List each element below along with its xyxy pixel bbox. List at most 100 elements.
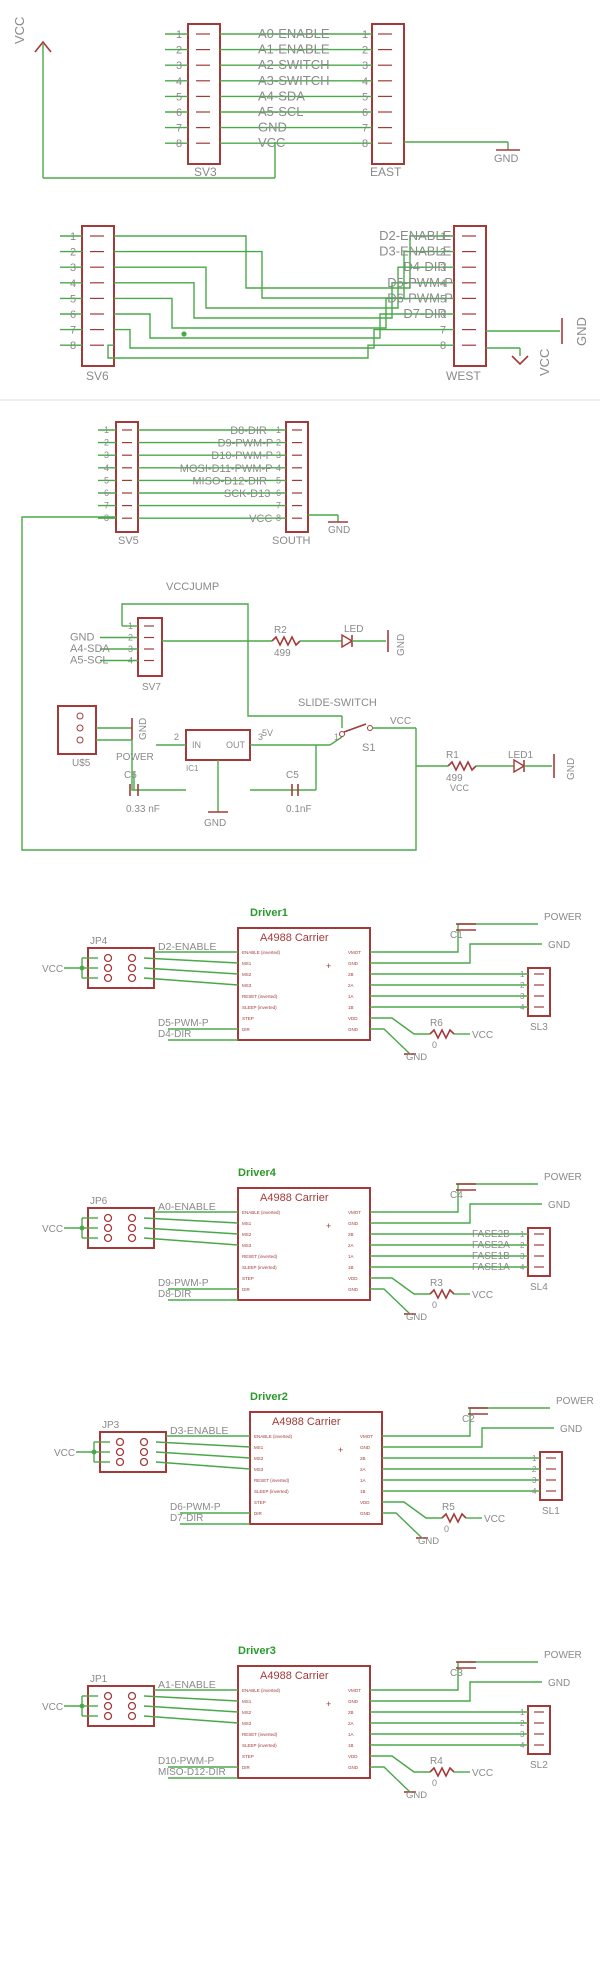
led-gnd-label: GND (396, 634, 407, 656)
carrier-plus: + (338, 1445, 343, 1455)
header-pin-number: 4 (532, 1487, 537, 1496)
step-signal-label: D5-PWM-P (158, 1018, 209, 1029)
res-vcc-label: VCC (472, 1768, 493, 1779)
dir-signal-label: MISO-D12-DIR (158, 1767, 226, 1778)
c5-name: C5 (286, 770, 299, 781)
west-pin-number: 5 (440, 293, 446, 305)
east-connector (371, 23, 405, 165)
east-signal-label: A2-SWITCH (258, 57, 330, 72)
east-signal-label: A3-SWITCH (258, 73, 330, 88)
r1-vcc-label: VCC (450, 783, 470, 793)
carrier-right-pin: 1B (348, 1265, 354, 1270)
us5-gnd-label: GND (138, 718, 149, 740)
a4988-carrier (237, 1665, 371, 1779)
sv5-pin-number: 5 (104, 475, 109, 485)
cap-name: C2 (462, 1414, 475, 1425)
header-pin-number: 4 (520, 1741, 525, 1750)
driver-title: Driver4 (238, 1167, 277, 1179)
carrier-left-pin: RESET (inverted) (254, 1478, 290, 1483)
carrier-left-pin: STEP (242, 1016, 254, 1021)
south-pin-number: 6 (276, 488, 281, 498)
fase-label: FASE2A (472, 1240, 510, 1251)
enable-signal-label: D3-ENABLE (170, 1425, 228, 1437)
a4988-carrier (237, 1187, 371, 1301)
sv5-pin-number: 1 (104, 425, 109, 435)
jumper-vcc-label: VCC (42, 964, 63, 975)
carrier-right-pin: VDD (360, 1500, 370, 1505)
west-signal-label: D6-PWM-P (387, 290, 453, 305)
south-pin-number: 8 (276, 513, 281, 523)
header-name: SL4 (530, 1282, 548, 1293)
res-gnd-label: GND (406, 1052, 427, 1063)
header-pin-number: 2 (532, 1465, 537, 1474)
sv5-pin-number: 3 (104, 450, 109, 460)
res-value: 0 (432, 1300, 437, 1310)
carrier-left-pin: MS2 (242, 1232, 252, 1237)
s1-vcc-label: VCC (390, 716, 411, 727)
header-name: SL2 (530, 1760, 548, 1771)
res-gnd-label: GND (418, 1536, 439, 1547)
west-pin-number: 3 (440, 262, 446, 274)
sv3-pin-number: 6 (176, 107, 182, 119)
west-signal-label: D4-DIR (403, 259, 446, 274)
dir-signal-label: D4-DIR (158, 1029, 191, 1040)
led1-gnd-label: GND (566, 758, 577, 780)
carrier-left-pin: DIR (242, 1765, 251, 1770)
carrier-right-pin: VDD (348, 1754, 358, 1759)
jumper-vcc-label: VCC (42, 1702, 63, 1713)
carrier-right-pin: 1B (348, 1005, 354, 1010)
power-label: POWER (116, 752, 154, 763)
south-signal-label: MOSI-D11-PWM-P (180, 463, 273, 475)
south-pin-number: 4 (276, 463, 281, 473)
east-signal-label: A0-ENABLE (258, 26, 330, 41)
carrier-right-pin: GND (360, 1445, 371, 1450)
s1-pin1: 1 (334, 732, 339, 742)
header-pin-number: 2 (520, 1719, 525, 1728)
header-pin-number: 3 (532, 1476, 537, 1485)
sv6-pin-number: 6 (70, 309, 76, 321)
header-pin-number: 1 (532, 1454, 537, 1463)
south-signal-label: VCC (249, 513, 272, 525)
east-pin-number: 5 (362, 91, 368, 103)
driver-gnd-label: GND (548, 1678, 570, 1689)
carrier-left-pin: ENABLE (inverted) (242, 1210, 281, 1215)
jumper-name: JP1 (90, 1674, 108, 1685)
east-pin-number: 2 (362, 45, 368, 57)
east-gnd-label: GND (494, 153, 519, 165)
carrier-right-pin: 2B (348, 972, 354, 977)
a4988-carrier (237, 927, 371, 1041)
south-pin-number: 3 (276, 450, 281, 460)
south-connector (285, 421, 309, 533)
east-pin-number: 8 (362, 138, 368, 150)
west-signal-label: D2-ENABLE (379, 228, 452, 243)
res-value: 0 (444, 1524, 449, 1534)
sv5-pin-number: 2 (104, 438, 109, 448)
r2-name: R2 (274, 625, 287, 636)
carrier-left-pin: MS1 (242, 961, 252, 966)
led-name: LED (344, 624, 363, 635)
header-pin-number: 2 (520, 1241, 525, 1250)
stepper-header (527, 967, 551, 1017)
carrier-right-pin: 1A (348, 1732, 354, 1737)
driver-gnd-label: GND (548, 1200, 570, 1211)
west-pin-number: 1 (440, 231, 446, 243)
west-pin-number: 8 (440, 340, 446, 352)
sv7-name: SV7 (142, 682, 161, 693)
jumper-block (87, 1207, 155, 1249)
header-pin-number: 1 (520, 970, 525, 979)
res-vcc-label: VCC (484, 1514, 505, 1525)
east-signal-label: A5-SCL (258, 104, 304, 119)
sv3-pin-number: 3 (176, 60, 182, 72)
carrier-plus: + (326, 961, 331, 971)
west-name: WEST (446, 369, 481, 383)
carrier-left-pin: ENABLE (inverted) (254, 1434, 293, 1439)
sv7-signal-label: A4-SDA (70, 643, 110, 655)
carrier-left-pin: MS1 (242, 1221, 252, 1226)
cap-name: C4 (450, 1190, 463, 1201)
carrier-right-pin: GND (348, 1027, 359, 1032)
sv5-pin-number: 6 (104, 488, 109, 498)
sv3-pin-number: 2 (176, 45, 182, 57)
